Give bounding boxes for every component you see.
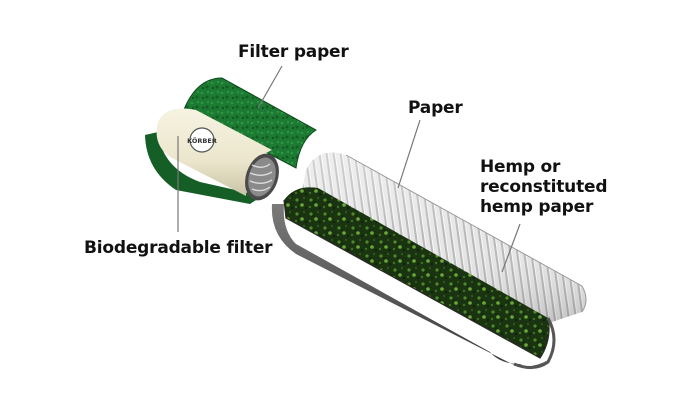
- biodegradable-filter: [156, 108, 279, 201]
- label-hemp-line-3: hemp paper: [480, 197, 594, 217]
- label-hemp-line-1: Hemp or: [480, 157, 561, 177]
- label-biodegradable-filter: Biodegradable filter: [84, 238, 273, 258]
- leader-filter-paper: [257, 65, 283, 109]
- label-hemp-line-2: reconstituted: [480, 177, 608, 197]
- filter-paper-shell: [145, 77, 317, 204]
- label-paper: Paper: [408, 98, 463, 118]
- korber-logo: KÖRBER: [187, 127, 217, 153]
- leader-paper: [397, 119, 421, 189]
- label-hemp: Hemp or reconstituted hemp paper: [480, 157, 608, 217]
- label-filter-paper: Filter paper: [238, 42, 349, 62]
- leader-lines: [177, 65, 521, 273]
- leader-hemp: [501, 223, 521, 273]
- svg-text:KÖRBER: KÖRBER: [187, 136, 217, 145]
- paper-tube: [271, 152, 587, 369]
